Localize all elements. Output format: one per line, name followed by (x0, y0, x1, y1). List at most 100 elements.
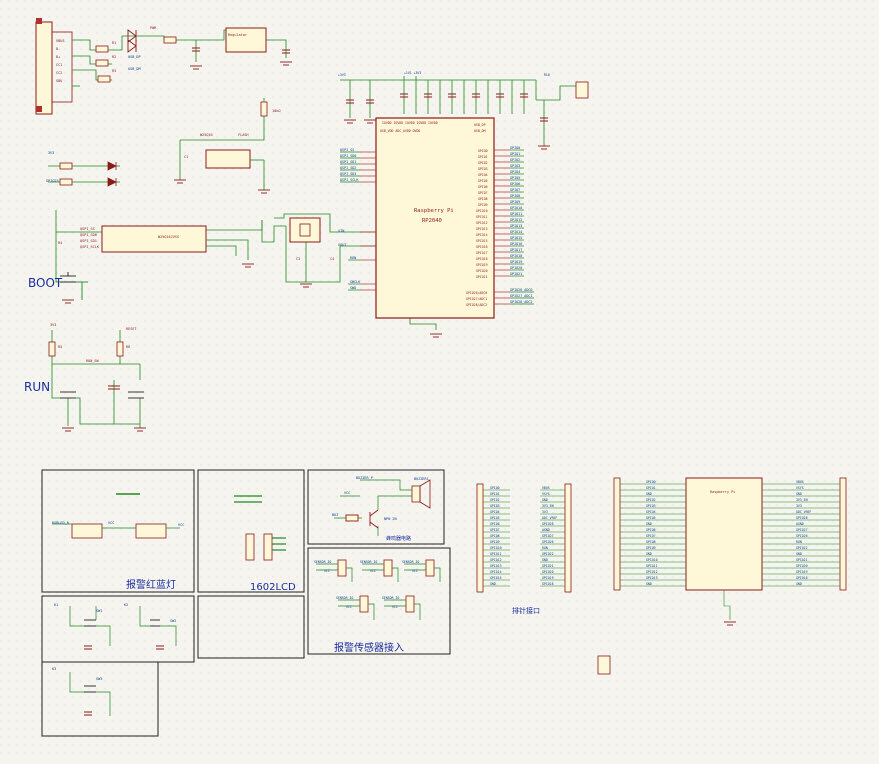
svg-text:GPIO6: GPIO6 (490, 522, 500, 526)
svg-text:GPIO8: GPIO8 (490, 534, 500, 538)
svg-text:GPIO20: GPIO20 (476, 269, 488, 273)
svg-text:XOUT: XOUT (338, 243, 347, 247)
lcd-connector[interactable] (245, 533, 273, 561)
usb-connector[interactable] (35, 18, 73, 115)
svg-text:GPIO28/ADC2: GPIO28/ADC2 (466, 303, 487, 307)
svg-text:GPIO9: GPIO9 (490, 540, 500, 544)
osc-chip[interactable] (101, 225, 207, 253)
frame-alarm-light (41, 469, 195, 593)
svg-text:C1: C1 (184, 155, 188, 159)
svg-text:R4: R4 (58, 241, 62, 245)
run-button[interactable] (60, 391, 144, 399)
svg-text:GND: GND (796, 552, 802, 556)
svg-text:GPIO1: GPIO1 (510, 152, 520, 156)
pico-right-header[interactable] (839, 477, 847, 591)
sensor-wires (316, 563, 441, 620)
frame-misc (197, 595, 305, 659)
svg-text:GPIO0: GPIO0 (646, 480, 656, 484)
svg-text:GPIO9: GPIO9 (478, 203, 488, 207)
small-connector[interactable] (597, 655, 611, 675)
svg-text:GPIO4: GPIO4 (478, 173, 488, 177)
svg-text:3V3: 3V3 (542, 510, 548, 514)
regulator-ic[interactable] (225, 27, 267, 53)
svg-text:RESET: RESET (126, 327, 137, 331)
svg-text:GND: GND (490, 582, 496, 586)
svg-text:BUZZER_P: BUZZER_P (356, 476, 373, 480)
svg-text:GPIO4: GPIO4 (490, 510, 500, 514)
svg-text:USB_DM: USB_DM (474, 129, 486, 133)
flash-chip[interactable] (205, 149, 251, 169)
button-caps (84, 645, 164, 716)
mcu-top-labels: IOVDD IOVDD IOVDD IOVDD IOVDD USB_VDD AD… (338, 71, 550, 133)
svg-text:SWD: SWD (350, 286, 356, 290)
svg-text:GPIO18: GPIO18 (510, 254, 522, 258)
pin-header-wires (483, 489, 565, 587)
svg-text:3V3: 3V3 (48, 151, 54, 155)
svg-text:VCC: VCC (346, 605, 352, 609)
svg-text:GPIO20: GPIO20 (510, 266, 522, 270)
ground-icon (62, 61, 736, 626)
flash-resistor[interactable] (260, 101, 268, 117)
svg-text:CC2: CC2 (56, 71, 62, 75)
svg-text:GPIO16: GPIO16 (476, 245, 488, 249)
buzzer-label: 蜂鸣器电路 (386, 535, 411, 542)
led-block[interactable] (48, 161, 120, 187)
svg-text:GPIO15: GPIO15 (476, 239, 488, 243)
svg-text:R1: R1 (112, 41, 116, 45)
svg-text:QSPI_SD0: QSPI_SD0 (340, 154, 356, 158)
diode-icon (127, 29, 137, 53)
svg-text:GPIO18: GPIO18 (476, 257, 488, 261)
mcu-left-pins (360, 151, 376, 291)
mcu-name: Raspberry Pi (414, 208, 454, 214)
svg-text:+1V1 +3V3: +1V1 +3V3 (404, 71, 421, 75)
svg-text:GPIO7: GPIO7 (646, 534, 656, 538)
svg-text:SENSOR_IO: SENSOR_IO (314, 560, 331, 564)
mcu-chip[interactable] (375, 117, 495, 319)
pico-left-header[interactable] (613, 477, 621, 591)
svg-text:GPIO11: GPIO11 (490, 552, 502, 556)
pico-wires (620, 483, 840, 620)
run-resistors[interactable] (48, 341, 124, 357)
svg-text:GPIO19: GPIO19 (796, 570, 808, 574)
usb-resistors[interactable] (95, 36, 177, 83)
lcd-label: 1602LCD (250, 582, 296, 593)
mcu-right-connector[interactable] (575, 81, 589, 99)
svg-text:XIN: XIN (338, 229, 344, 233)
boot-button[interactable] (60, 272, 88, 300)
svg-text:3V3: 3V3 (50, 323, 56, 327)
svg-text:RGBLED_R: RGBLED_R (52, 521, 70, 525)
svg-text:GPIO3: GPIO3 (490, 504, 500, 508)
svg-text:GPIO15: GPIO15 (490, 576, 502, 580)
svg-text:3V3_EN: 3V3_EN (542, 504, 554, 508)
mcu-right-wires (510, 149, 534, 305)
svg-text:D+: D+ (56, 55, 60, 59)
frame-alarm-sensor (307, 547, 451, 655)
section-frames (41, 469, 451, 737)
run-label: RUN (24, 380, 50, 394)
svg-text:QSPI_SD0: QSPI_SD0 (80, 233, 97, 237)
svg-text:GPIO11: GPIO11 (476, 215, 488, 219)
svg-text:GPIO14: GPIO14 (490, 570, 502, 574)
svg-text:PWR: PWR (150, 26, 157, 30)
pico-module[interactable] (685, 477, 763, 591)
svg-text:GPIO13: GPIO13 (476, 227, 488, 231)
svg-text:GPIO0: GPIO0 (490, 486, 500, 490)
svg-text:GPIO2: GPIO2 (490, 498, 500, 502)
svg-text:GND: GND (542, 498, 548, 502)
svg-text:GPIO4: GPIO4 (646, 510, 656, 514)
svg-text:GPIO7: GPIO7 (510, 188, 520, 192)
svg-text:GPIO27: GPIO27 (796, 528, 808, 532)
svg-text:SW1: SW1 (96, 609, 102, 613)
svg-text:RUN: RUN (350, 256, 356, 260)
svg-text:VSYS: VSYS (542, 492, 550, 496)
transistor-icon (345, 509, 379, 529)
svg-text:VCC: VCC (324, 569, 330, 573)
svg-text:SENSOR_IO: SENSOR_IO (382, 596, 399, 600)
button-switches[interactable] (84, 619, 160, 693)
svg-text:GPIO10: GPIO10 (510, 206, 522, 210)
